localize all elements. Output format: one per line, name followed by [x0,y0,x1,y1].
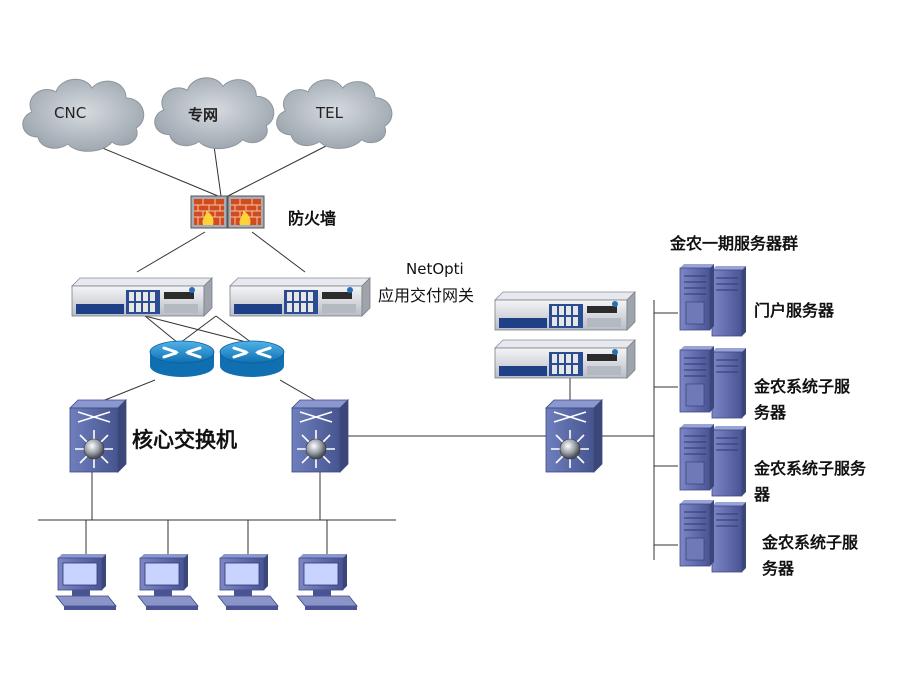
pc-icon-2 [137,553,199,611]
server-label-portal-line1: 门户服务器 [754,301,835,320]
firewall-label: 防火墙 [288,209,337,228]
server-label-portal: 门户服务器 [754,298,834,324]
pc-icon-1 [55,553,117,611]
server-label-sub-3-line2: 务器 [762,559,795,578]
server-label-sub-1-line1: 金农系统子服 [754,377,851,396]
cloud-label-tel: TEL [316,104,343,122]
cloud-label-cnc: CNC [54,104,87,122]
server-group-title: 金农一期服务器群 [670,234,799,253]
server-label-sub-1-line2: 务器 [754,403,787,422]
server-label-sub-2-line2: 器 [754,485,771,504]
server-label-sub-3: 金农系统子服 务器 [762,530,858,582]
server-label-sub-2-line1: 金农系统子服务 [754,459,867,478]
server-label-sub-3-line1: 金农系统子服 [762,533,859,552]
router-icon-right [218,339,286,379]
netopti-appliance-icon-2 [229,277,371,317]
server-icon-sub-2 [679,423,747,497]
pc-icon-3 [217,553,279,611]
pc-icon-4 [296,553,358,611]
router-icon-left [148,339,216,379]
core-switch-label: 核心交换机 [132,428,237,452]
gateway-label-line1: NetOpti [406,260,464,278]
firewall-icon-right [227,195,265,229]
server-icon-sub-3 [679,499,747,573]
core-switch-icon-right [291,399,349,473]
cloud-label-private-net: 专网 [188,106,219,124]
netopti-appliance-icon-1 [71,277,213,317]
netopti-appliance-icon-4 [494,339,636,379]
firewall-icon-left [190,195,228,229]
server-label-sub-2: 金农系统子服务 器 [754,456,866,508]
connection-lines [38,141,678,560]
gateway-label-line2: 应用交付网关 [378,286,475,305]
server-switch-icon [545,399,603,473]
server-label-sub-1: 金农系统子服 务器 [754,374,850,426]
netopti-appliance-icon-3 [494,291,636,331]
core-switch-icon-left [69,399,127,473]
server-icon-portal [679,263,747,337]
server-icon-sub-1 [679,345,747,419]
